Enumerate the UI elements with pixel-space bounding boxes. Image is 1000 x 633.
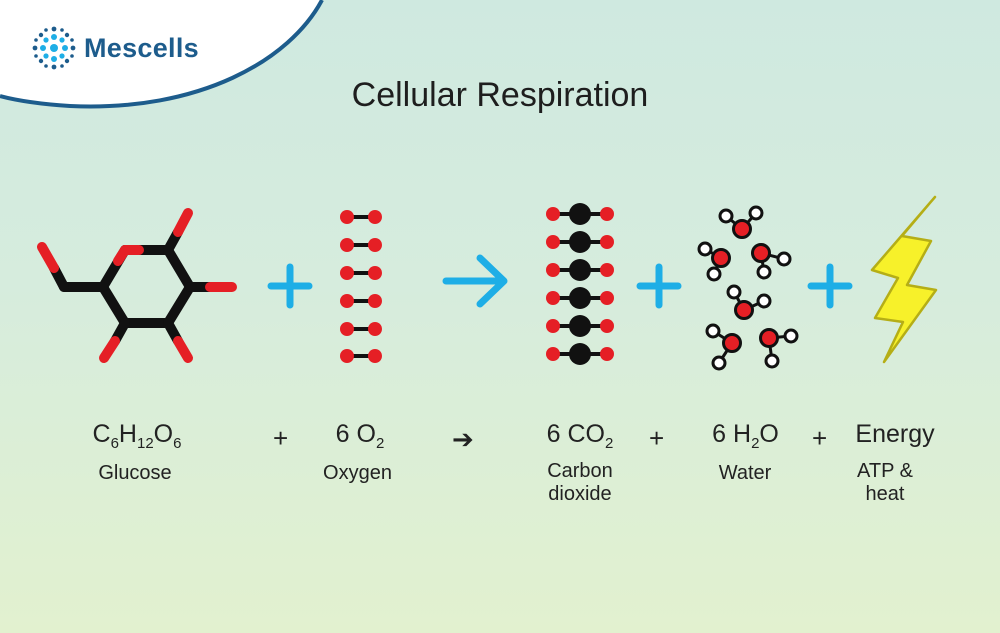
blue-plus-icon: [636, 263, 682, 309]
carbon-dioxide-formula: 6 CO2: [546, 420, 614, 452]
glucose-label: Glucose: [98, 462, 172, 484]
energy-label: Energy: [855, 420, 935, 448]
energy-description-line2: heat: [865, 483, 905, 505]
carbon-dioxide-label: Carbon dioxide: [525, 460, 635, 506]
energy-description: ATP & heat: [830, 460, 940, 506]
water-molecules-icon: [697, 205, 799, 371]
oxygen-label: Oxygen: [323, 462, 392, 484]
mescells-logo-icon: [32, 26, 76, 70]
plus-sign: +: [649, 423, 665, 453]
brand-name: Mescells: [84, 32, 199, 63]
carbon-dioxide-label-line1: Carbon: [547, 460, 613, 482]
brand-logo[interactable]: Mescells: [32, 26, 199, 70]
blue-plus-icon: [807, 263, 853, 309]
glucose-formula: C6H12O6: [92, 420, 182, 452]
glucose-molecule-icon: [37, 208, 237, 363]
plus-sign: +: [273, 423, 289, 453]
oxygen-molecules-icon: [340, 210, 382, 363]
plus-sign: +: [812, 423, 828, 453]
reaction-arrow: ➔: [452, 424, 474, 454]
blue-arrow-icon: [442, 254, 508, 308]
blue-plus-icon: [267, 263, 313, 309]
water-formula: 6 H2O: [712, 420, 779, 452]
carbon-dioxide-molecules-icon: [546, 203, 614, 365]
lightning-bolt-icon: [870, 195, 938, 364]
water-label: Water: [718, 462, 772, 484]
energy-description-line1: ATP &: [857, 460, 913, 482]
carbon-dioxide-label-line2: dioxide: [548, 483, 612, 505]
oxygen-formula: 6 O2: [335, 420, 385, 452]
page-title: Cellular Respiration: [351, 76, 649, 114]
logo-arc-shape: [0, 0, 324, 109]
